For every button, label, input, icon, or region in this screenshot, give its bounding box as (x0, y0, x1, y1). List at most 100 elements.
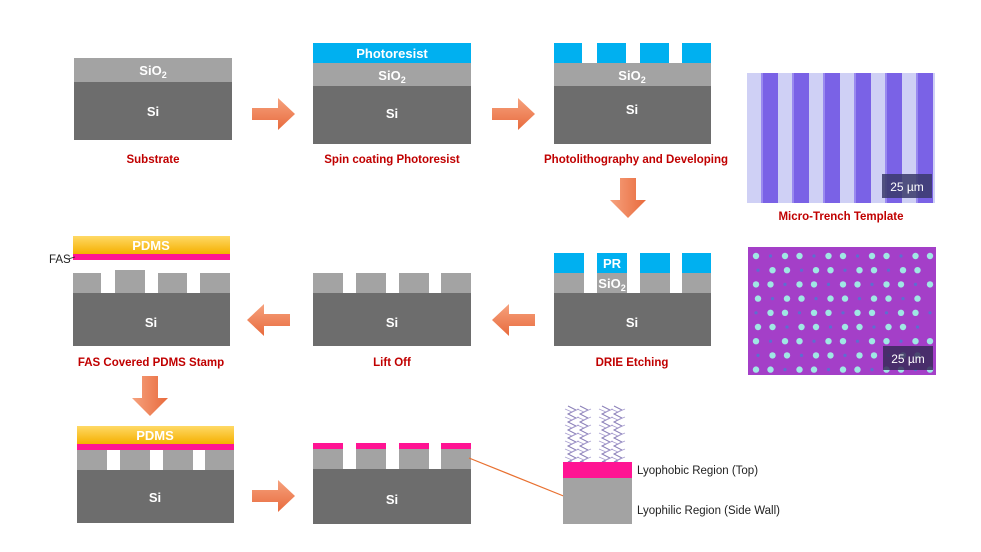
sio2-label: SiO2 (618, 68, 645, 85)
droplet (913, 282, 918, 286)
droplet (752, 338, 760, 345)
process-arrow-right-3 (252, 480, 295, 512)
droplet (899, 323, 907, 331)
fas-chain (600, 405, 612, 463)
step-caption-photolithography: Photolithography and Developing (544, 154, 728, 166)
fas-branch (583, 424, 592, 429)
si-layer (77, 470, 234, 523)
scale-bar-label: 25 µm (891, 352, 925, 366)
droplet (768, 339, 773, 343)
droplet (870, 282, 874, 286)
photoresist-block (597, 253, 627, 273)
fas-branch (610, 456, 619, 461)
droplet (799, 268, 804, 272)
droplet (783, 368, 787, 372)
si-pillar (441, 273, 471, 293)
fas-cap (313, 443, 343, 449)
step-caption-stamp: FAS Covered PDMS Stamp (78, 357, 224, 369)
droplet (756, 353, 760, 357)
fas-branch (610, 440, 619, 445)
droplet (883, 281, 890, 288)
droplet (885, 295, 892, 302)
droplet (812, 254, 816, 258)
si-pillar (313, 449, 343, 469)
fas-branch (617, 448, 626, 453)
si-pillar (356, 449, 386, 469)
droplet (868, 309, 876, 316)
sio2-pillar (597, 273, 627, 293)
droplet (769, 267, 776, 274)
fas-branch (617, 432, 626, 437)
droplet (899, 254, 903, 258)
fas-branch (598, 408, 607, 413)
si-pillar (399, 273, 429, 293)
droplet (825, 252, 832, 260)
si-label: Si (147, 104, 159, 119)
droplet (812, 352, 820, 359)
zoom-pointer-line (468, 457, 567, 498)
step-caption-substrate: Substrate (126, 154, 179, 166)
droplet (899, 267, 907, 274)
droplet (812, 323, 820, 331)
droplet (870, 295, 878, 302)
fas-branch (576, 456, 585, 461)
fas-branch (564, 408, 573, 413)
si-layer (313, 293, 471, 346)
droplet (839, 338, 847, 345)
droplet (812, 339, 816, 343)
droplet (752, 281, 760, 288)
micro-trench-micrograph: 25 µm Micro-Trench Template (747, 73, 935, 223)
droplet (928, 311, 932, 315)
si-label: Si (149, 490, 161, 505)
step-final-structure: Si (313, 443, 567, 524)
fas-branch (564, 424, 573, 429)
fas-branch (617, 456, 626, 461)
droplet (897, 309, 905, 316)
droplet (901, 297, 905, 301)
droplet (798, 295, 805, 302)
droplet (868, 252, 876, 260)
fas-cap (356, 443, 386, 449)
droplet (843, 353, 847, 357)
scale-bar-box (883, 346, 933, 370)
pdms-layer (77, 426, 234, 444)
fas-branch (564, 432, 573, 437)
fas-branch (598, 440, 607, 445)
droplet (827, 267, 834, 274)
si-pillar (313, 273, 343, 293)
si-pillar (120, 450, 150, 470)
lyophilic-label: Lyophilic Region (Side Wall) (637, 505, 780, 517)
droplet (914, 267, 921, 274)
sio2-label: SiO2 (598, 276, 625, 293)
fas-branch (617, 408, 626, 413)
droplet (926, 252, 934, 260)
droplet (768, 254, 773, 258)
process-arrow-left-2 (247, 304, 290, 336)
si-pillar (356, 273, 386, 293)
droplet (899, 339, 903, 343)
droplet (783, 295, 791, 302)
fas-branch (598, 448, 607, 453)
si-label: Si (145, 315, 157, 330)
droplet (854, 366, 861, 373)
fas-branch (598, 456, 607, 461)
photoresist-block (597, 43, 626, 63)
si-layer (554, 86, 711, 144)
fas-chain (566, 405, 578, 463)
droplet (810, 366, 818, 373)
lyophobic-label: Lyophobic Region (Top) (637, 465, 758, 477)
fas-layer (73, 254, 230, 260)
droplet (783, 352, 791, 359)
fas-branch (564, 416, 573, 421)
droplet (754, 323, 762, 331)
si-layer (313, 86, 471, 144)
si-label: Si (386, 492, 398, 507)
process-arrow-down (610, 178, 646, 218)
droplet (754, 311, 758, 315)
step-lift-off: Si Lift Off (313, 273, 471, 369)
scale-bar-box (882, 174, 932, 198)
step-substrate: SiO2 Si Substrate (74, 58, 232, 166)
droplet (855, 254, 860, 258)
si-label: Si (626, 315, 638, 330)
droplet (781, 252, 789, 260)
